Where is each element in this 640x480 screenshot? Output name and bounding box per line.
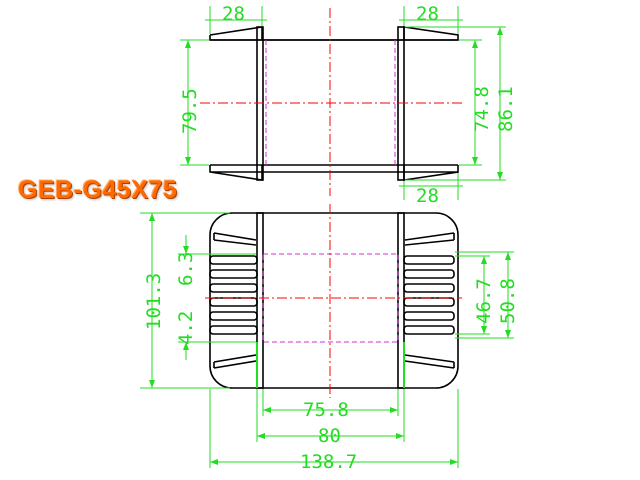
top-view: 28 28 28 79.5 74.8 86.1 [179, 3, 517, 207]
right-pin-comb [403, 255, 455, 335]
dim-pin-span-outer: 50.8 [497, 278, 519, 324]
dim-width-overall: 138.7 [300, 451, 357, 473]
dim-flange-bottom-right: 28 [416, 185, 439, 207]
dim-overall-height: 101.3 [143, 273, 165, 330]
dim-width-inner: 75.8 [303, 399, 349, 421]
dim-pin-offset-bottom: 4.2 [175, 311, 197, 345]
dim-height-inner: 74.8 [471, 86, 493, 132]
top-flange [209, 26, 459, 41]
dim-pin-offset-top: 6.3 [175, 252, 197, 286]
dim-flange-top-left: 28 [222, 3, 245, 25]
dim-pin-span-inner: 46.7 [473, 278, 495, 324]
front-view: 101.3 6.3 4.2 46.7 50.8 75.8 [140, 204, 519, 473]
dim-height-left: 79.5 [179, 88, 201, 134]
dim-flange-top-right: 28 [416, 3, 439, 25]
left-pin-comb [209, 255, 258, 335]
dim-width-flange: 80 [318, 425, 341, 447]
bottom-flange [209, 165, 459, 181]
part-number-title: GEB-G45X75 [18, 176, 178, 204]
dim-height-outer: 86.1 [495, 86, 517, 132]
